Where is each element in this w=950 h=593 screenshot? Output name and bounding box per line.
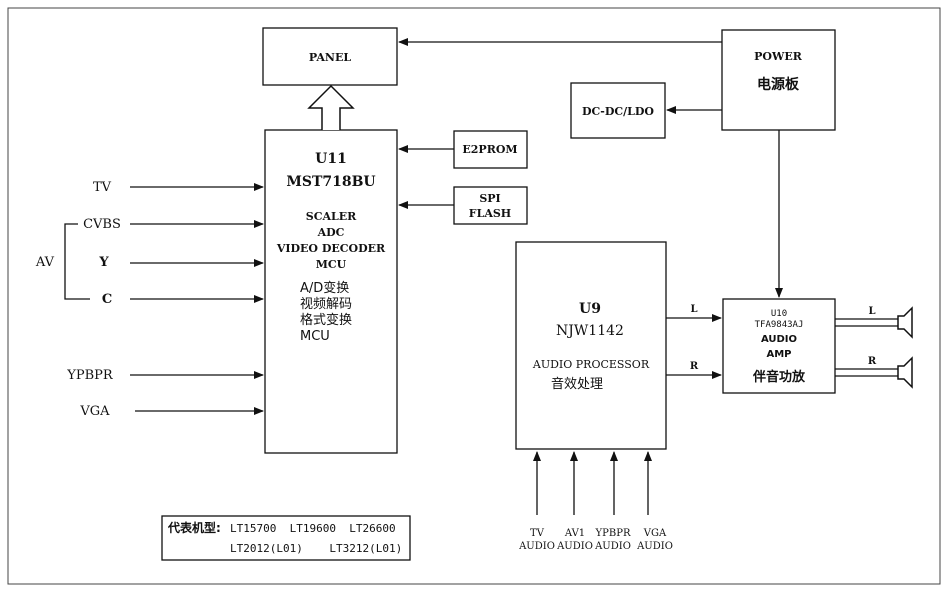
u9-part: NJW1142: [556, 323, 624, 339]
power-label-cn: 电源板: [757, 76, 800, 93]
power-box: [721, 29, 836, 131]
u11-func-en-0: SCALER: [306, 210, 357, 223]
av-bracket: [64, 223, 90, 300]
u9-r-label: R: [690, 361, 699, 372]
power-label-en: POWER: [754, 50, 803, 63]
speaker-r-label: R: [868, 356, 877, 367]
u11-func-cn-2: 格式变换: [300, 312, 352, 328]
speaker-right-icon: [897, 356, 913, 389]
input-ypbpr-label: YPBPR: [66, 368, 114, 383]
input-tv-label: TV: [93, 180, 112, 195]
dcdc-label: DC-DC/LDO: [582, 105, 654, 118]
u11-part: MST718BU: [286, 174, 375, 190]
speaker-l-label: L: [868, 306, 875, 317]
input-vga-label: VGA: [79, 404, 110, 419]
input-c-label: C: [102, 292, 112, 307]
audio-in-tv-bottom: AUDIO: [518, 541, 555, 552]
u10-func-2: AMP: [766, 349, 791, 360]
u11-func-cn-1: 视频解码: [300, 297, 352, 312]
u11-func-cn-3: MCU: [300, 329, 330, 344]
u9-ref: U9: [579, 301, 601, 317]
spi-label-2: FLASH: [469, 207, 511, 220]
u11-func-cn-0: A/D变换: [300, 280, 349, 296]
audio-in-av1-top: AV1: [564, 528, 585, 539]
panel-label: PANEL: [309, 51, 351, 64]
models-line-2: LT2012(L01) LT3212(L01): [230, 542, 402, 555]
u11-func-en-1: ADC: [317, 226, 345, 239]
speaker-left-icon: [897, 306, 913, 339]
audio-in-av1-bottom: AUDIO: [556, 541, 593, 552]
panel-box: [262, 27, 398, 86]
u9-func-en: AUDIO PROCESSOR: [532, 358, 650, 371]
u10-ref: U10: [771, 309, 787, 319]
u10-func-cn: 伴音功放: [752, 369, 806, 385]
audio-in-ypbpr-bottom: AUDIO: [594, 541, 631, 552]
u10-box: [722, 298, 836, 394]
audio-in-ypbpr-top: YPBPR: [595, 528, 631, 539]
input-y-label: Y: [98, 255, 109, 270]
u9-box: [515, 241, 667, 450]
dcdc-box: [570, 82, 666, 139]
outer-frame: [7, 7, 941, 585]
u11-box: [264, 129, 398, 454]
audio-in-vga-top: VGA: [643, 528, 667, 539]
u11-to-panel-arrow: [307, 84, 355, 130]
u9-func-cn: 音效处理: [551, 376, 603, 392]
models-line-1: LT15700 LT19600 LT26600: [230, 522, 396, 535]
spi-label-1: SPI: [479, 192, 500, 205]
audio-in-tv-top: TV: [530, 528, 545, 539]
u10-func-1: AUDIO: [761, 334, 797, 345]
e2prom-label: E2PROM: [462, 143, 517, 156]
u11-func-en-2: VIDEO DECODER: [276, 242, 386, 255]
input-av-label: AV: [35, 255, 55, 270]
audio-in-vga-bottom: AUDIO: [636, 541, 673, 552]
u11-ref: U11: [315, 151, 347, 167]
u11-func-en-3: MCU: [316, 258, 347, 271]
u9-l-label: L: [690, 304, 697, 315]
models-title: 代表机型:: [167, 520, 221, 535]
models-box: [161, 515, 411, 561]
input-cvbs-label: CVBS: [83, 217, 121, 232]
u10-part: TFA9843AJ: [755, 320, 804, 330]
